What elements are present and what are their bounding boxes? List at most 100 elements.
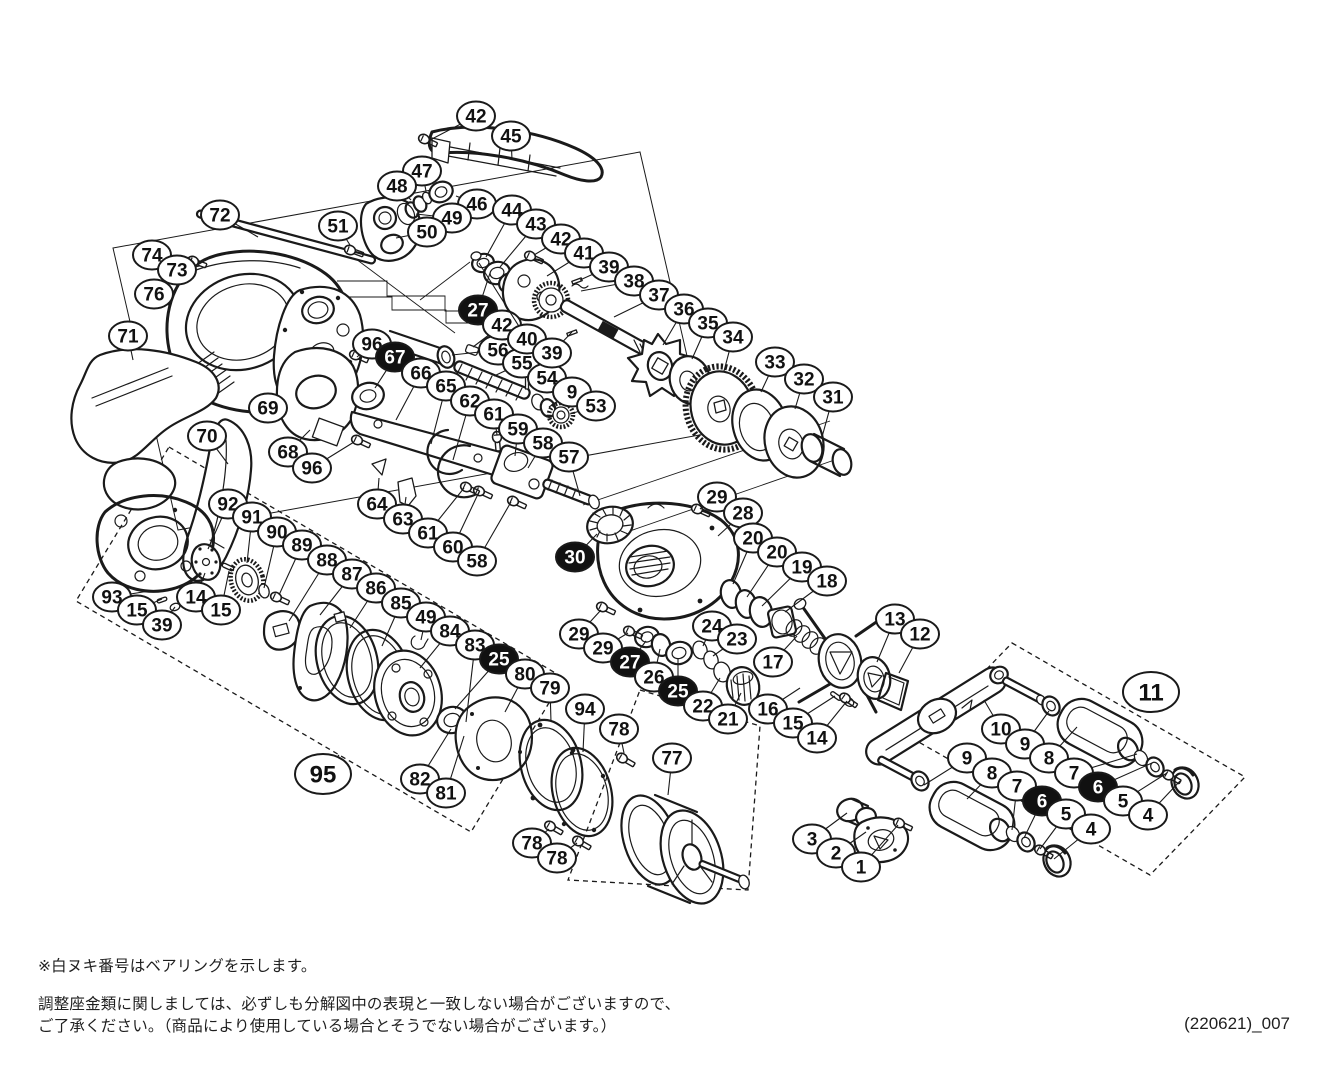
callout-21: 21 [708,692,748,735]
callout-number: 6 [1037,791,1048,812]
callout-number: 39 [598,257,619,278]
callout-number: 26 [643,667,664,688]
callout-69: 69 [248,392,288,424]
callout-number: 65 [435,376,457,397]
callout-70: 70 [187,420,229,465]
footnote-bearing: ※白ヌキ番号はベアリングを示します。 [38,958,317,975]
callout-number: 32 [793,369,814,390]
part-balloon [784,363,824,395]
callout-number: 4 [1143,805,1154,826]
callout-number: 50 [416,222,437,243]
part-balloon [201,594,241,626]
part-balloon [1122,671,1180,713]
callout-18: 18 [784,565,847,613]
callout-number: 73 [166,260,187,281]
callout-number: 35 [697,313,719,334]
callout-number: 96 [301,458,322,479]
part-balloon [1071,813,1111,845]
callout-number: 56 [487,340,508,361]
callout-number: 25 [488,649,510,670]
part-balloon [248,392,288,424]
part-gasket-12 [876,671,910,712]
callout-number: 91 [241,507,263,528]
part-balloon [797,722,837,754]
screw-icon [523,250,545,265]
callout-39: 39 [532,331,573,369]
callout-number: 16 [757,699,778,720]
callout-number: 78 [608,719,629,740]
part-worm-shaft [453,360,576,430]
callout-number: 41 [573,243,595,264]
part-cast-control-stack [634,625,761,706]
part-balloon [292,452,332,484]
part-balloon [318,210,358,242]
callout-number: 40 [516,329,537,350]
part-spool [620,793,750,905]
callout-number: 39 [541,343,562,364]
callout-number: 7 [1069,763,1080,784]
callout-number: 17 [762,652,783,673]
callout-number: 20 [766,542,787,563]
callout-number: 59 [507,419,528,440]
part-drag-washers [719,579,798,639]
callout-78: 78 [599,713,639,754]
callout-31: 31 [813,381,853,438]
screw-icon [506,495,528,510]
callout-71: 71 [108,320,148,361]
group-box-95 [75,446,565,833]
callout-number: 8 [1044,748,1055,769]
callout-27-bearing: 27 [610,640,650,678]
part-clutch-cam-small-parts [396,180,454,226]
callout-51: 51 [318,210,358,246]
part-balloon [900,618,940,650]
callout-53: 53 [569,390,616,422]
callout-number: 11 [1138,679,1163,706]
part-balloon [157,254,197,286]
callout-number: 36 [673,299,694,320]
callout-number: 20 [742,528,763,549]
callout-number: 37 [648,285,669,306]
part-levelwind-carriage [371,444,600,510]
part-balloon [457,545,497,577]
callout-79: 79 [530,672,570,723]
callout-number: 78 [521,833,542,854]
callout-number: 48 [386,176,407,197]
screw-icon [350,434,372,449]
callout-number: 64 [366,494,388,515]
callout-number: 29 [706,487,727,508]
callout-number: 94 [574,699,596,720]
callout-89: 89 [278,529,322,596]
callout-number: 79 [539,678,560,699]
callout-number: 68 [277,442,298,463]
callout-72: 72 [200,199,259,238]
screw-icon [269,591,291,606]
screw-icons [186,133,1182,860]
part-balloon [755,346,795,378]
callout-number: 45 [500,126,522,147]
callout-number: 29 [568,624,589,645]
callout-54: 54 [527,362,567,394]
part-clamp-88 [262,610,301,651]
callout-number: 25 [667,681,689,702]
callout-48: 48 [377,170,417,202]
callout-number: 15 [782,713,804,734]
callout-number: 86 [365,578,386,599]
callout-34: 34 [713,321,753,372]
callout-4: 4 [1128,780,1181,831]
callout-number: 47 [411,161,432,182]
screw-icon [892,817,914,832]
callout-number: 77 [661,748,682,769]
callout-number: 93 [101,587,122,608]
part-bearing-30 [586,505,634,545]
part-star-cam-36 [626,332,696,398]
callout-number: 78 [546,848,567,869]
part-balloon [565,693,605,725]
part-drag-plate-92 [190,543,235,581]
callout-number: 23 [726,629,747,650]
callout-73: 73 [157,254,201,286]
part-balloon [294,753,352,795]
callout-number: 95 [310,761,337,788]
part-balloon [200,199,240,231]
